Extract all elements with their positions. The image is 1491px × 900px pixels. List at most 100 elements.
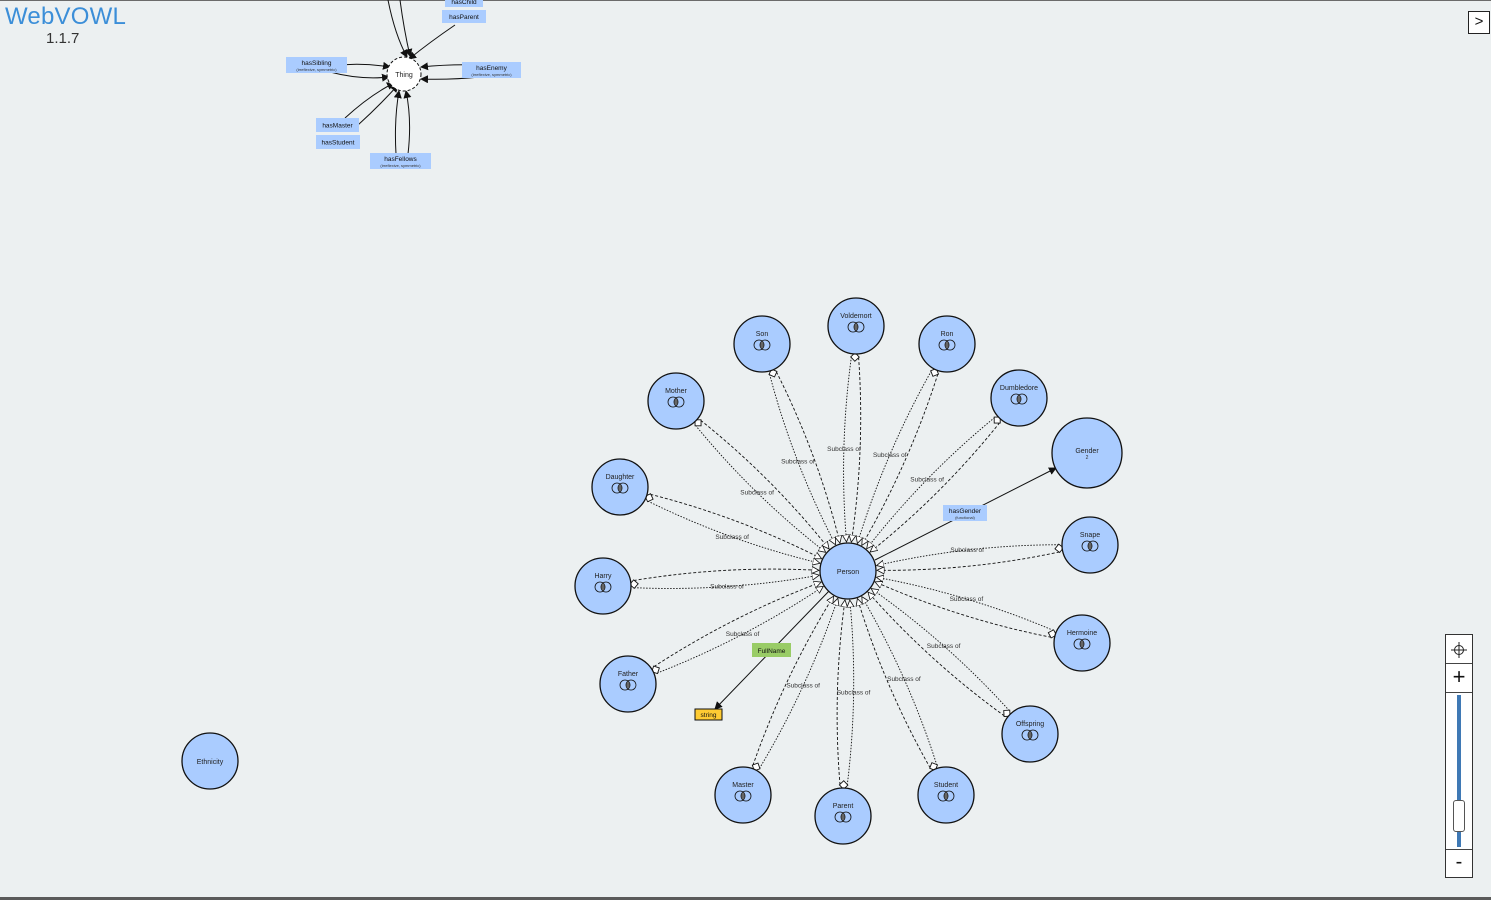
subclass-edge [871,589,1010,711]
class-node[interactable]: Dumbledore [990,369,1048,427]
class-label-gender: Gender [1075,448,1099,455]
subclass-edge [868,592,1005,717]
subclass-edge [862,373,939,546]
subclass-edge [759,598,837,769]
intersection-icon [847,321,865,333]
property-sub-hasfellows: (irreflexive, symmetric) [380,163,421,168]
class-node-person[interactable]: Person [819,542,877,600]
intersection-icon [1010,393,1028,405]
class-label: Hermoine [1067,630,1097,637]
subclass-edge [876,577,1054,631]
class-node[interactable]: Ron [918,315,976,373]
class-label: Offspring [1016,721,1044,728]
class-node[interactable]: Father [599,655,657,713]
sidebar-toggle-button[interactable]: > [1468,11,1490,34]
subclass-label: Subclass of [786,682,820,689]
subclass-edge [857,370,932,543]
subclass-edge [634,575,819,589]
class-node-ethnicity[interactable]: Ethnicity [181,732,239,790]
property-label-hasmaster: hasMaster [322,123,353,130]
subclass-edges [629,352,1065,790]
intersection-icon [1081,540,1099,552]
subclass-label: Subclass of [873,452,907,459]
class-node-thing[interactable]: Thing [386,56,422,92]
property-hasparent[interactable]: hasParent [442,10,486,23]
subclass-edge [836,600,845,785]
zoom-slider-track[interactable] [1457,695,1461,847]
subclass-edge [657,586,823,674]
property-label-hasparent: hasParent [449,14,479,21]
property-hasgender[interactable]: hasGender (functional) [943,505,987,521]
zoom-in-button[interactable]: + [1446,664,1472,693]
class-nodes: Voldemort RonDumbledoreSnapeHermoineOffsp… [574,297,1119,845]
class-label: Mother [665,388,687,395]
subclass-edge [857,599,931,769]
class-node[interactable]: Student [917,766,975,824]
property-hasstudent[interactable]: hasStudent [316,135,360,149]
property-label-haschild: hasChild [451,0,477,6]
class-node[interactable]: Daughter [591,458,649,516]
property-label-hasstudent: hasStudent [322,140,355,147]
class-node[interactable]: Son [733,315,791,373]
class-node[interactable]: Master [714,766,772,824]
subclass-edge [700,419,829,549]
subclass-diamond [694,419,702,427]
zoom-out-button[interactable]: - [1446,849,1472,878]
subclass-label: Subclass of [726,631,760,638]
app-title: WebVOWL [5,3,126,30]
datatype-string[interactable]: string [694,708,723,721]
intersection-icon [938,339,956,351]
subclass-edge [775,371,840,543]
subclass-diamond [1003,709,1011,717]
property-hassibling[interactable]: hasSibling (irreflexive, symmetric) [286,57,347,73]
bottom-border [0,897,1491,900]
class-label: Student [934,782,958,789]
zoom-slider-handle[interactable] [1453,800,1465,832]
zoom-center-button[interactable] [1446,635,1472,664]
class-node[interactable]: Parent [814,787,872,845]
class-node[interactable]: Snape [1061,516,1119,574]
subclass-edge [695,425,826,552]
property-sub-hasenemy: (irreflexive, symmetric) [471,72,512,77]
class-label-person: Person [837,569,859,576]
class-label: Dumbledore [1000,385,1038,392]
property-label-hasfellows: hasFellows [384,156,417,163]
subclass-edge [752,596,834,766]
app-logo: WebVOWL 1.1.7 [5,3,126,48]
subclass-diamond [1054,543,1065,554]
intersection-icon [937,790,955,802]
intersection-icon [834,811,852,823]
class-node-gender[interactable]: Gender 2 [1051,417,1123,489]
property-hasenemy[interactable]: hasEnemy (irreflexive, symmetric) [462,62,521,78]
property-label-hassibling: hasSibling [302,60,332,67]
subclass-label: Subclass of [827,446,861,453]
subclass-edge [847,600,853,786]
class-node[interactable]: Mother [647,372,705,430]
class-count-gender: 2 [1086,455,1089,461]
class-node[interactable]: Harry [574,557,632,615]
class-label: Parent [833,803,854,810]
property-sub-hasgender: (functional) [955,515,975,520]
intersection-icon [1021,729,1039,741]
property-hasfellows[interactable]: hasFellows (irreflexive, symmetric) [370,153,431,169]
intersection-icon [1073,638,1091,650]
property-haschild[interactable]: hasChild [445,0,483,7]
intersection-icon [594,581,612,593]
class-node[interactable]: Offspring [1001,705,1059,763]
subclass-label: Subclass of [710,583,744,590]
property-hasmaster[interactable]: hasMaster [316,118,359,132]
subclass-edge [653,582,821,668]
class-label: Father [618,671,639,678]
subclass-label: Subclass of [927,643,961,650]
class-label: Master [732,782,754,789]
datatype-property-fullname[interactable]: FullName [752,643,791,657]
class-node[interactable]: Voldemort [827,297,885,355]
class-node[interactable]: Hermoine [1053,614,1111,672]
subclass-edge [633,569,819,581]
subclass-edge [769,374,836,544]
class-label: Harry [594,573,612,580]
subclass-labels: Subclass of Subclass of Subclass of Subclas… [710,446,984,696]
intersection-icon [667,396,685,408]
subclass-edge [867,417,995,549]
